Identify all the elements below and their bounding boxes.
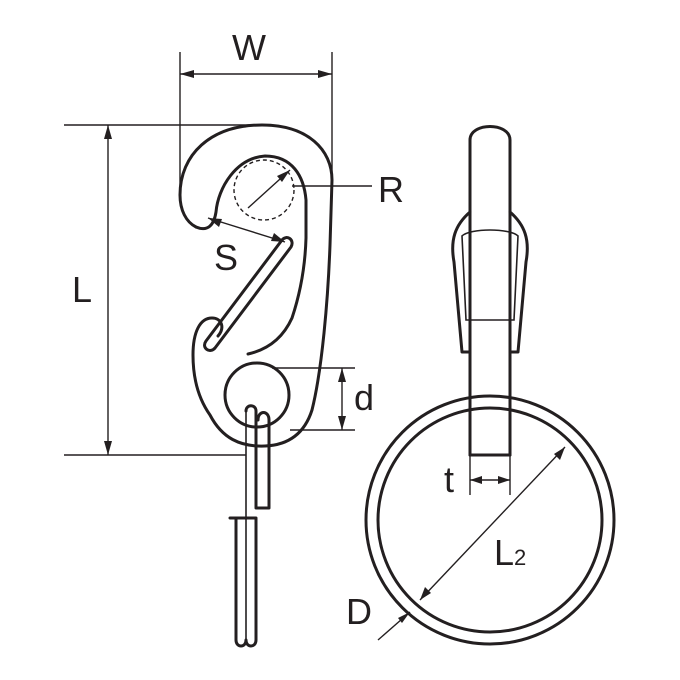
label-l2-main: L	[494, 532, 515, 573]
radius-circle	[233, 159, 295, 221]
dimension-s	[207, 217, 286, 243]
label-l2: L2	[494, 535, 526, 571]
dimension-r	[247, 169, 372, 209]
hook-jaw-outline	[194, 154, 308, 356]
label-l: L	[72, 269, 93, 310]
gate-side-outer-right	[508, 210, 529, 354]
gate-side-outer	[451, 210, 472, 354]
label-d: d	[354, 377, 375, 418]
dimension-t	[469, 455, 511, 495]
dimension-w	[179, 52, 333, 190]
hook-side-body	[468, 125, 512, 457]
ring-inner	[376, 406, 604, 634]
hook-front-view	[178, 123, 334, 648]
hook-side-view	[364, 125, 616, 646]
ring-outer	[364, 394, 616, 646]
label-w: W	[232, 27, 266, 68]
spring-gate	[203, 236, 294, 352]
label-s: S	[214, 237, 239, 278]
dimension-d-wire	[377, 611, 411, 641]
label-d-wire: D	[346, 591, 372, 632]
dimension-l2	[419, 446, 566, 601]
label-r: R	[378, 169, 404, 210]
ring-edge-lower	[228, 516, 258, 648]
dimension-d	[272, 367, 355, 431]
ring-edge-upper	[244, 404, 271, 510]
hook-body-outline	[178, 123, 334, 448]
dimension-l	[64, 124, 262, 456]
label-t: t	[444, 459, 455, 500]
label-l2-subscript: 2	[514, 545, 527, 570]
gate-side-inner	[461, 229, 519, 321]
